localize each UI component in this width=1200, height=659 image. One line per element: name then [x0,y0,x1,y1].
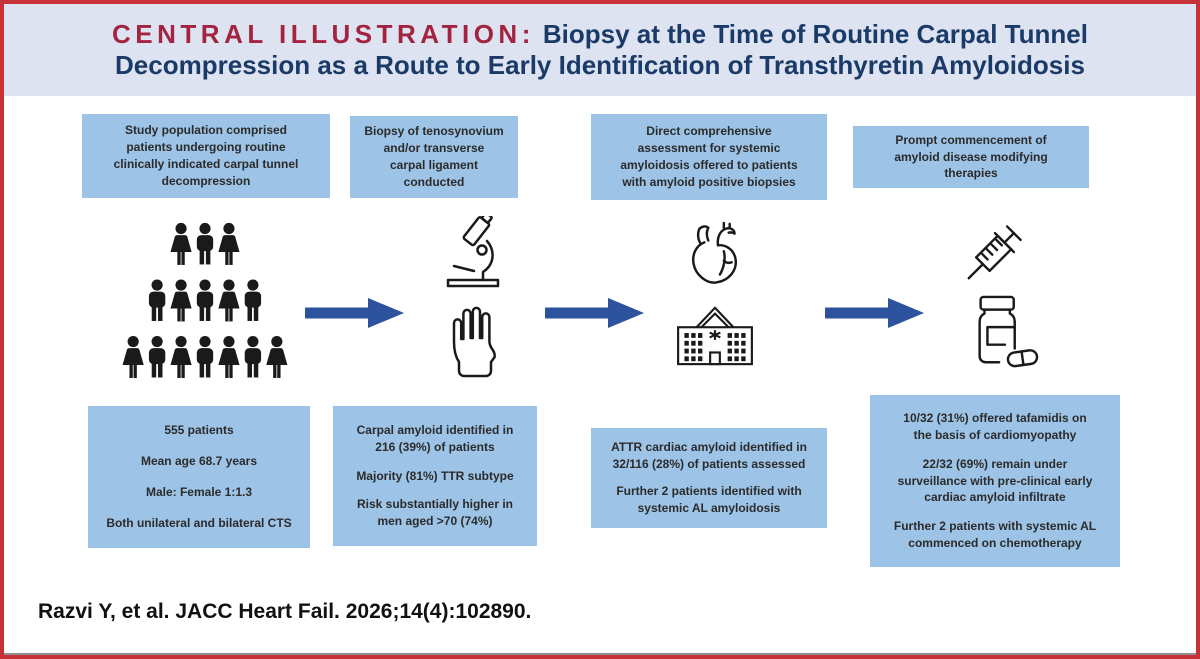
outcome-box-population: 555 patients Mean age 68.7 years Male: F… [88,406,310,548]
title-line1: Biopsy at the Time of Routine Carpal Tun… [542,19,1088,49]
outcome-box-biopsy: Carpal amyloid identified in 216 (39%) o… [333,406,537,546]
figure-header: CENTRAL ILLUSTRATION:Biopsy at the Time … [4,4,1196,96]
outcome-line: 22/32 (69%) remain under surveillance wi… [897,456,1093,505]
outcome-line: Further 2 patients with systemic AL comm… [893,519,1097,550]
syringe-icon [954,212,1036,292]
outcome-line: Majority (81%) TTR subtype [356,468,514,483]
heart-icon [682,220,752,296]
microscope-icon [442,216,504,292]
hospital-icon [675,302,755,368]
outcome-box-assessment: ATTR cardiac amyloid identified in 32/11… [591,428,827,528]
top-box-therapies: Prompt commencement of amyloid disease m… [853,126,1089,188]
figure-title: CENTRAL ILLUSTRATION:Biopsy at the Time … [112,19,1088,81]
flow-arrow-3 [825,297,925,329]
outcome-line: Mean age 68.7 years [140,454,258,469]
flow-arrow-1 [305,297,405,329]
crowd-icon [114,214,296,388]
top-box-population: Study population comprised patients unde… [82,114,330,198]
outcome-line: 10/32 (31%) offered tafamidis on the bas… [903,411,1087,442]
pill-bottle-icon [966,294,1042,372]
outcome-line: Risk substantially higher in men aged >7… [356,497,514,529]
central-illustration-label: CENTRAL ILLUSTRATION: [112,19,535,49]
outcome-line: Male: Female 1:1.3 [145,485,253,499]
outcome-line: Both unilateral and bilateral CTS [106,515,292,530]
outcome-line: 555 patients [164,423,234,438]
hand-icon [445,300,501,378]
bottom-divider [4,653,1196,655]
outcome-line: Carpal amyloid identified in 216 (39%) o… [356,423,514,454]
top-box-biopsy: Biopsy of tenosynovium and/or transverse… [350,116,518,198]
title-line2: Decompression as a Route to Early Identi… [115,50,1085,80]
top-box-assessment: Direct comprehensive assessment for syst… [591,114,827,200]
flow-arrow-2 [545,297,645,329]
outcome-line: ATTR cardiac amyloid identified in 32/11… [611,440,807,472]
outcome-box-therapies: 10/32 (31%) offered tafamidis on the bas… [870,395,1120,567]
citation: Razvi Y, et al. JACC Heart Fail. 2026;14… [38,600,532,623]
outcome-line: Further 2 patients identified with syste… [616,484,802,515]
